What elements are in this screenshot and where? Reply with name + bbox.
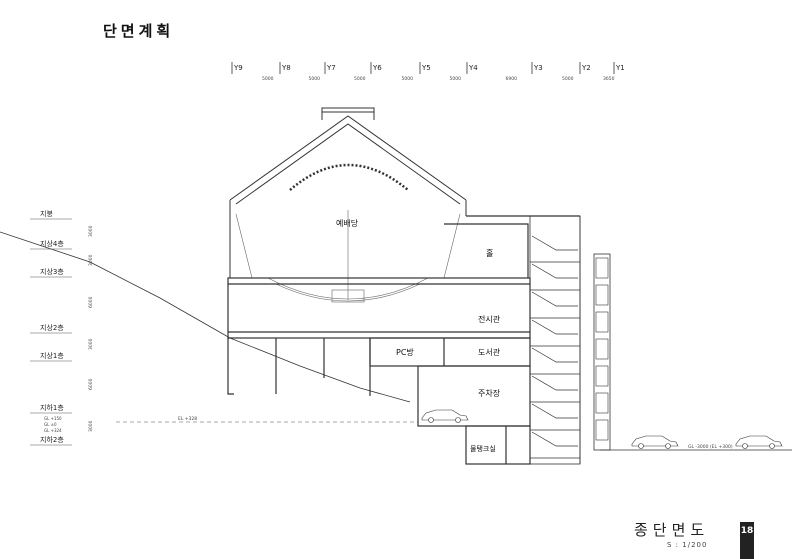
- level-height-label: 6000: [88, 378, 94, 390]
- grid-axis-label: Y1: [615, 64, 625, 72]
- right-note: GL -3000 (EL +300): [688, 444, 733, 450]
- facade-panel: [595, 311, 609, 333]
- level-height-label: 3000: [88, 420, 94, 432]
- facade-panel: [595, 257, 609, 279]
- grid-spacing-label: 3650: [603, 76, 615, 82]
- level-name: 지상1층: [40, 351, 64, 360]
- grid-spacing-label: 5000: [402, 76, 414, 82]
- building-frame: [227, 215, 580, 465]
- facade-panel: [595, 419, 609, 441]
- grid-axis-label: Y6: [372, 64, 382, 72]
- facade-panel: [595, 392, 609, 414]
- level-height-label: 3000: [88, 254, 94, 266]
- room-label-sanctuary: 예배당: [336, 218, 359, 228]
- room-label-water-tank: 물탱크실: [470, 444, 496, 453]
- gl-note: GL +324: [44, 428, 62, 433]
- stair-flight: [531, 319, 578, 335]
- sanctuary-roof: [229, 107, 467, 278]
- grid-spacing-label: 5000: [309, 76, 321, 82]
- level-height-label: 3000: [88, 338, 94, 350]
- car: [735, 435, 783, 449]
- section-title: 종단면도: [634, 521, 710, 539]
- grid-axis-label: Y5: [421, 64, 431, 72]
- grid-spacing-label: 5000: [450, 76, 462, 82]
- stair-flight: [531, 403, 578, 419]
- scale-label: S : 1/200: [667, 541, 708, 549]
- grid-spacing-label: 5000: [562, 76, 574, 82]
- grid-axis-label: Y7: [326, 64, 336, 72]
- el-note: EL +328: [178, 416, 197, 422]
- grid-axis-label: Y8: [281, 64, 291, 72]
- room-label-pc-room: PC방: [396, 347, 414, 357]
- terrain-line: [0, 231, 411, 403]
- level-name: 지상3층: [40, 267, 64, 276]
- car: [631, 435, 679, 449]
- gl-note: GL +150: [44, 416, 62, 421]
- grid-axis-label: Y4: [468, 64, 478, 72]
- level-name: 지하2층: [40, 435, 64, 444]
- stair-flight: [531, 235, 578, 251]
- level-name: 지붕: [40, 209, 53, 218]
- facade-panel: [595, 284, 609, 306]
- grid-axis-ticks: Y9 Y8 Y7 Y6 Y5 Y4 Y3 Y2 Y1 5000 5000 5000 5000 5000 69…: [231, 62, 625, 82]
- grid-axis-label: Y2: [581, 64, 591, 72]
- page-number: 18: [740, 522, 754, 559]
- stair-flight: [531, 375, 578, 391]
- grid-axis-label: Y3: [533, 64, 543, 72]
- cars: [421, 409, 783, 449]
- sanctuary-interior: [235, 210, 461, 303]
- level-name: 지상4층: [40, 239, 64, 248]
- stair-flight: [531, 347, 578, 363]
- sheet-title: 단면계획: [103, 22, 175, 40]
- grid-spacing-label: 5000: [354, 76, 366, 82]
- stair-flight: [531, 263, 578, 279]
- stair-flight: [531, 431, 578, 447]
- level-name: 지하1층: [40, 403, 64, 412]
- room-label-library: 도서관: [478, 347, 501, 357]
- stair-flight: [531, 291, 578, 307]
- level-height-label: 6000: [88, 296, 94, 308]
- grid-spacing-label: 6900: [506, 76, 518, 82]
- facade-panel: [595, 365, 609, 387]
- room-label-parking: 주차장: [478, 388, 501, 398]
- level-name: 지상2층: [40, 323, 64, 332]
- grid-axis-label: Y9: [233, 64, 243, 72]
- room-label-hall: 홀: [486, 248, 493, 258]
- exterior-facade: [593, 253, 611, 451]
- facade-panel: [595, 338, 609, 360]
- level-height-label: 3000: [88, 225, 94, 237]
- gl-note: GL ±0: [44, 422, 57, 427]
- car: [421, 409, 469, 423]
- room-label-exhibition: 전시관: [478, 314, 501, 324]
- stair-core: [529, 215, 581, 465]
- grid-spacing-label: 5000: [262, 76, 274, 82]
